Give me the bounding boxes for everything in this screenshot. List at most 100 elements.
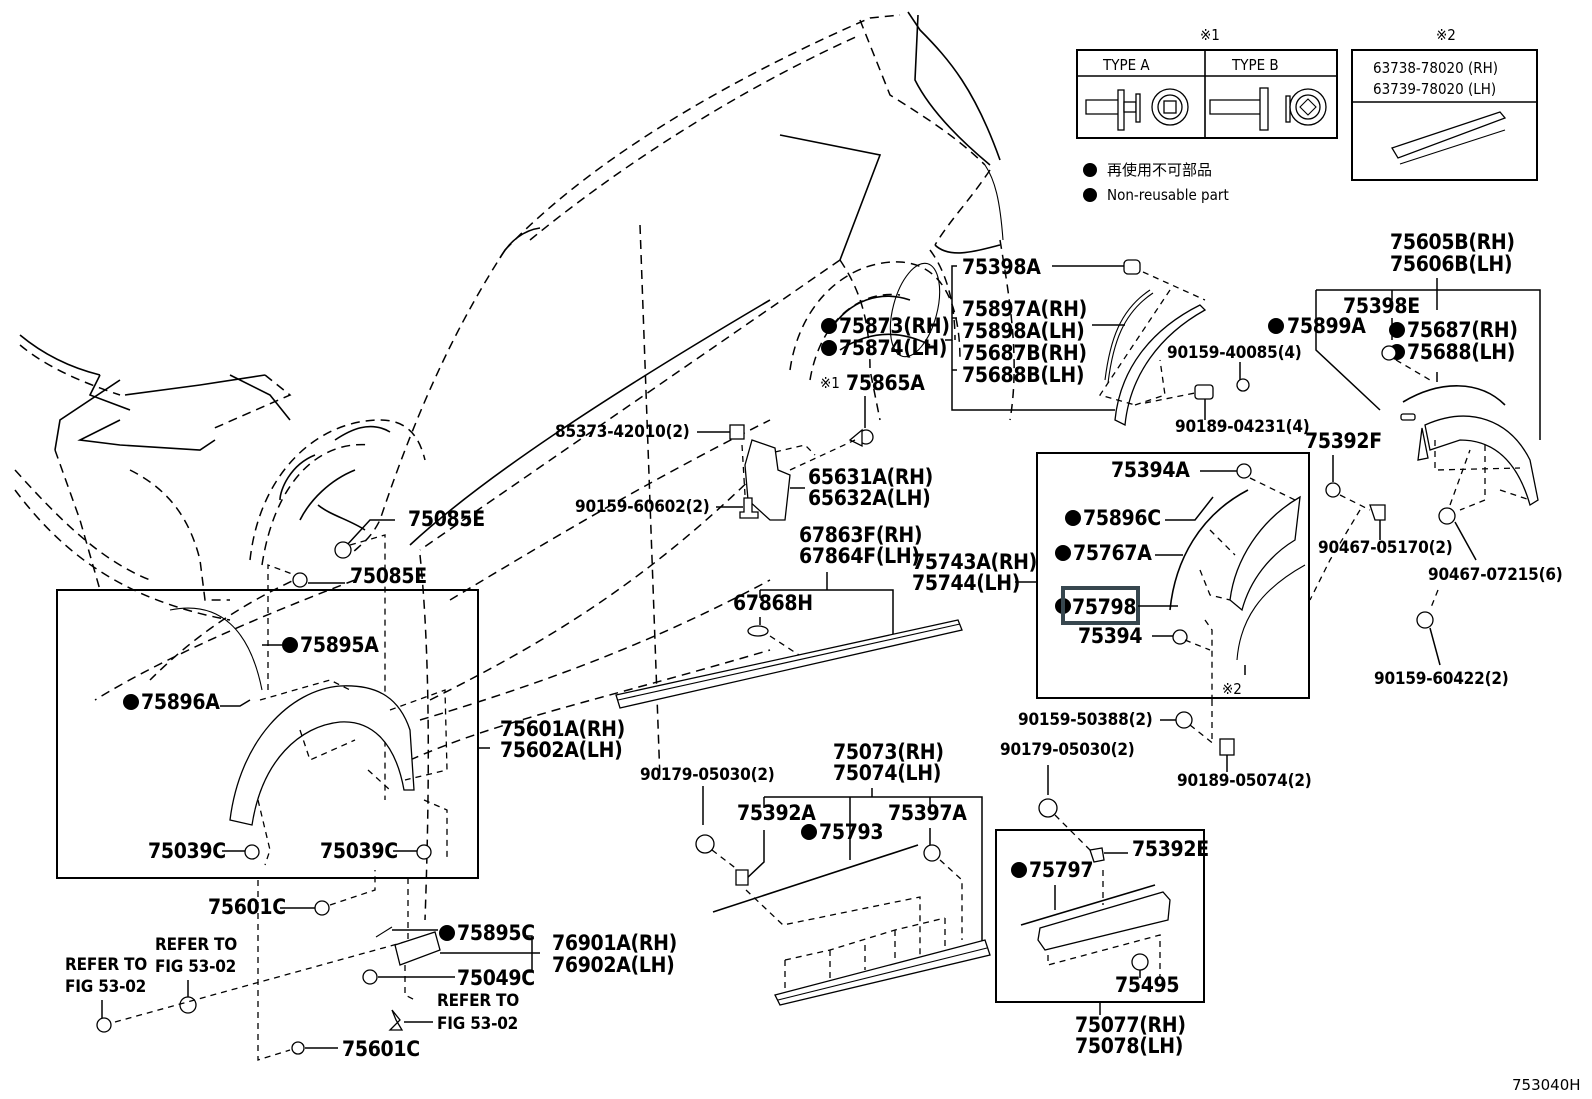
part-label[interactable]: 75074(LH) bbox=[833, 761, 941, 785]
clip-icon bbox=[416, 844, 432, 860]
part-label[interactable]: 75394 bbox=[1078, 624, 1143, 648]
clip-icon bbox=[1381, 345, 1397, 361]
callout-group-flare-fasteners: 75392F 90467-05170(2) 90467-07215(6) 901… bbox=[1305, 429, 1563, 689]
part-label[interactable]: 75085E bbox=[408, 507, 485, 531]
part-label[interactable]: 75873(RH) bbox=[839, 314, 950, 338]
part-label[interactable]: 75602A(LH) bbox=[500, 738, 623, 762]
clip-icon bbox=[1369, 504, 1386, 521]
refer-label[interactable]: REFER TO bbox=[155, 935, 237, 955]
clip-icon bbox=[1038, 798, 1058, 818]
legend-nonreusable: 再使用不可部品 Non-reusable part bbox=[1083, 161, 1229, 204]
bolt-icon bbox=[739, 497, 759, 519]
part-label-highlighted[interactable]: 75798 bbox=[1072, 595, 1137, 619]
part-label[interactable]: 75039C bbox=[148, 839, 226, 863]
part-label[interactable]: 75394A bbox=[1111, 458, 1191, 482]
part-label[interactable]: 90467-05170(2) bbox=[1318, 538, 1453, 558]
part-label[interactable]: 75688(LH) bbox=[1407, 340, 1515, 364]
part-label[interactable]: 75897A(RH) bbox=[962, 297, 1087, 321]
part-label[interactable]: 75896C bbox=[1083, 506, 1161, 530]
callout-group-front-lower: 75601C REFER TO FIG 53-02 REFER TO FIG 5… bbox=[65, 870, 677, 1061]
part-label[interactable]: 75077(RH) bbox=[1075, 1013, 1186, 1037]
part-label[interactable]: 75896A bbox=[141, 690, 221, 714]
part-label[interactable]: 75743A(RH) bbox=[912, 550, 1037, 574]
part-label[interactable]: 75601C bbox=[342, 1037, 420, 1061]
part-label[interactable]: 75601A(RH) bbox=[500, 717, 625, 741]
part-label[interactable]: 90189-05074(2) bbox=[1177, 771, 1312, 791]
part-label[interactable]: 75605B(RH) bbox=[1390, 230, 1515, 254]
part-label[interactable]: 75899A bbox=[1287, 314, 1367, 338]
clip-icon bbox=[923, 844, 941, 862]
screw-icon bbox=[1416, 611, 1434, 629]
part-label[interactable]: 90179-05030(2) bbox=[640, 765, 775, 785]
part-label[interactable]: 75085E bbox=[350, 564, 427, 588]
part-label[interactable]: 76901A(RH) bbox=[552, 931, 677, 955]
part-label[interactable]: 75073(RH) bbox=[833, 740, 944, 764]
part-label[interactable]: 85373-42010(2) bbox=[555, 422, 690, 442]
mudguard-icon bbox=[744, 439, 791, 521]
refer-label[interactable]: REFER TO bbox=[65, 955, 147, 975]
part-label[interactable]: 75895A bbox=[300, 633, 380, 657]
note2-part-rh: 63738-78020 (RH) bbox=[1373, 59, 1498, 77]
part-label[interactable]: 75895C bbox=[457, 921, 535, 945]
part-label[interactable]: 90467-07215(6) bbox=[1428, 565, 1563, 585]
part-label[interactable]: 67863F(RH) bbox=[799, 523, 923, 547]
part-label[interactable]: 90159-50388(2) bbox=[1018, 710, 1153, 730]
part-label[interactable]: 75874(LH) bbox=[839, 336, 947, 360]
part-label[interactable]: 67864F(LH) bbox=[799, 544, 920, 568]
vehicle-outline bbox=[14, 11, 1015, 921]
part-label[interactable]: 75744(LH) bbox=[912, 571, 1020, 595]
clip-icon bbox=[362, 969, 378, 985]
clip-icon bbox=[1131, 953, 1149, 971]
part-label[interactable]: 75398E bbox=[1343, 294, 1420, 318]
refer-label[interactable]: FIG 53-02 bbox=[155, 957, 236, 977]
legend-note2: ※2 63738-78020 (RH) 63739-78020 (LH) bbox=[1351, 26, 1538, 181]
part-label[interactable]: 90179-05030(2) bbox=[1000, 740, 1135, 760]
part-label[interactable]: 75865A bbox=[846, 371, 926, 395]
part-label[interactable]: 75793 bbox=[819, 820, 884, 844]
part-label[interactable]: 75767A bbox=[1073, 541, 1153, 565]
part-label[interactable]: 75392A bbox=[737, 801, 817, 825]
part-label[interactable]: 90189-04231(4) bbox=[1175, 417, 1310, 437]
type-b-label: TYPE B bbox=[1231, 56, 1279, 74]
clip-icon bbox=[695, 834, 715, 854]
part-label[interactable]: 75397A bbox=[888, 801, 968, 825]
part-label[interactable]: 75039C bbox=[320, 839, 398, 863]
part-label[interactable]: 75392F bbox=[1305, 429, 1382, 453]
part-label[interactable]: 75687B(RH) bbox=[962, 341, 1087, 365]
bolt-icon bbox=[292, 572, 308, 588]
rocker-molding-icon bbox=[774, 939, 991, 1006]
refer-label[interactable]: FIG 53-02 bbox=[65, 977, 146, 997]
refer-label[interactable]: FIG 53-02 bbox=[437, 1014, 518, 1034]
part-label[interactable]: 75606B(LH) bbox=[1390, 252, 1513, 276]
part-label[interactable]: 75688B(LH) bbox=[962, 363, 1085, 387]
part-label[interactable]: 75797 bbox=[1029, 858, 1094, 882]
nut-icon bbox=[1175, 711, 1193, 729]
type-a-label: TYPE A bbox=[1102, 56, 1150, 74]
part-label[interactable]: 90159-40085(4) bbox=[1167, 343, 1302, 363]
molding-strip bbox=[615, 619, 963, 709]
part-label[interactable]: 65632A(LH) bbox=[808, 486, 931, 510]
part-label[interactable]: 75495 bbox=[1115, 973, 1180, 997]
part-label[interactable]: 75601C bbox=[208, 895, 286, 919]
refer-label[interactable]: REFER TO bbox=[437, 991, 519, 1011]
callout-group-rear-door-molding: 75743A(RH) 75744(LH) 75394A 75896C 75767… bbox=[912, 452, 1310, 700]
part-label[interactable]: 90159-60602(2) bbox=[575, 497, 710, 517]
note2-ref: ※2 bbox=[1222, 680, 1242, 698]
part-label[interactable]: 75687(RH) bbox=[1407, 318, 1518, 342]
part-label[interactable]: 67868H bbox=[733, 591, 813, 615]
part-label[interactable]: 75392E bbox=[1132, 837, 1209, 861]
part-label[interactable]: 75049C bbox=[457, 966, 535, 990]
clip-icon bbox=[1089, 847, 1105, 863]
part-label[interactable]: 75398A bbox=[962, 255, 1042, 279]
bullet-icon bbox=[1083, 188, 1097, 202]
clip-icon bbox=[1325, 482, 1341, 498]
part-label[interactable]: 76902A(LH) bbox=[552, 953, 675, 977]
nut-icon bbox=[1194, 384, 1214, 400]
part-label[interactable]: 75898A(LH) bbox=[962, 319, 1085, 343]
part-label[interactable]: 90159-60422(2) bbox=[1374, 669, 1509, 689]
part-label[interactable]: 75078(LH) bbox=[1075, 1034, 1183, 1058]
clip-icon bbox=[1438, 507, 1456, 525]
clip-icon bbox=[1236, 463, 1252, 479]
part-label[interactable]: 65631A(RH) bbox=[808, 465, 933, 489]
bolt-icon bbox=[334, 541, 352, 559]
